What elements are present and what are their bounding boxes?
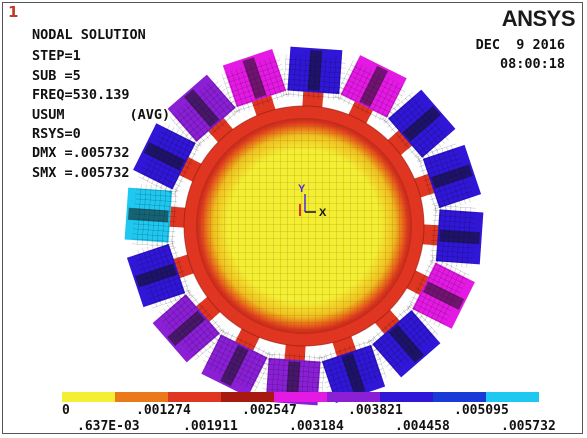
legend-bottom-label: .637E-03 bbox=[77, 419, 140, 434]
legend-swatch bbox=[62, 392, 115, 402]
stator-tooth bbox=[126, 238, 201, 309]
triad-y-label: Y bbox=[298, 183, 306, 195]
solution-info-block: NODAL SOLUTION STEP=1 SUB =5 FREQ=530.13… bbox=[32, 26, 170, 183]
rsys-text: RSYS=0 bbox=[32, 126, 81, 143]
legend-swatch bbox=[221, 392, 274, 402]
legend-top-label: .005095 bbox=[454, 403, 509, 418]
smx-text: SMX =.005732 bbox=[32, 164, 130, 181]
stator-tooth bbox=[124, 184, 193, 247]
legend-top-label: .001274 bbox=[136, 403, 191, 418]
legend-swatch bbox=[168, 392, 221, 402]
legend-top-label: .003821 bbox=[348, 403, 403, 418]
legend-top-label: .002547 bbox=[242, 403, 297, 418]
dmx-text: DMX =.005732 bbox=[32, 145, 130, 162]
step-text: STEP=1 bbox=[32, 48, 81, 65]
stator-tooth bbox=[167, 74, 243, 150]
stator-tooth bbox=[221, 48, 292, 123]
graphics-window-frame bbox=[2, 2, 583, 434]
stator-tooth bbox=[283, 46, 346, 115]
datetime-block: DEC 9 2016 08:00:18 bbox=[476, 36, 565, 74]
contour-legend-bar bbox=[62, 392, 539, 402]
coordinate-triad: Y X bbox=[298, 183, 327, 219]
date-text: DEC 9 2016 bbox=[475, 37, 565, 53]
sub-text: SUB =5 bbox=[32, 67, 81, 84]
legend-bottom-label: .005732 bbox=[501, 419, 556, 434]
legend-swatch bbox=[115, 392, 168, 402]
legend-swatch bbox=[433, 392, 486, 402]
window-number: 1 bbox=[8, 3, 19, 21]
stator-tooth bbox=[201, 321, 274, 397]
legend-bottom-label: .003184 bbox=[289, 419, 344, 434]
legend-bottom-label: .001911 bbox=[183, 419, 238, 434]
triad-x-label: X bbox=[319, 207, 327, 219]
usum-text: USUM (AVG) bbox=[32, 106, 171, 123]
legend-swatch bbox=[327, 392, 380, 402]
stator-tooth bbox=[316, 329, 387, 404]
freq-text: FREQ=530.139 bbox=[32, 87, 130, 104]
rotor-mesh bbox=[196, 118, 412, 334]
legend-bottom-label: .004458 bbox=[395, 419, 450, 434]
stator-tooth bbox=[407, 143, 482, 214]
plot-title: NODAL SOLUTION bbox=[32, 27, 146, 43]
legend-swatch bbox=[274, 392, 327, 402]
time-text: 08:00:18 bbox=[499, 56, 565, 72]
ansys-logo: ANSYS bbox=[501, 6, 576, 31]
legend-top-label: 0 bbox=[62, 403, 70, 418]
legend-swatch bbox=[486, 392, 539, 402]
stator-tooth bbox=[380, 89, 456, 165]
stator-tooth bbox=[415, 205, 484, 268]
stator-tooth bbox=[152, 287, 228, 363]
legend-swatch bbox=[380, 392, 433, 402]
